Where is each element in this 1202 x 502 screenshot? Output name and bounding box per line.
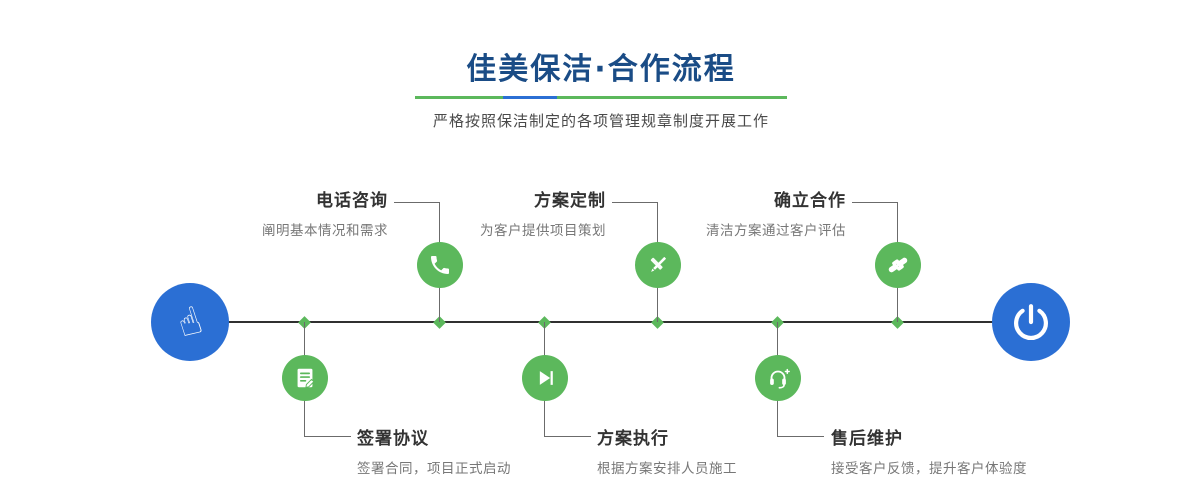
step-connector [394,202,440,203]
step-desc: 签署合同，项目正式启动 [357,461,511,477]
step-aftersales: 售后维护 接受客户反馈，提升客户体验度 [831,424,1091,477]
step-icon-circle [417,242,463,288]
step-connector [305,436,351,437]
pointing-hand-icon: ☝ [172,297,208,347]
step-icon-circle [282,355,328,401]
step-connector [852,202,898,203]
step-title: 签署协议 [357,429,429,449]
title-divider [415,96,787,99]
step-desc: 清洁方案通过客户评估 [706,223,846,239]
step-title: 方案定制 [534,191,606,211]
step-title: 方案执行 [597,429,669,449]
design-icon [650,257,666,272]
step-icon-circle [522,355,568,401]
step-title: 售后维护 [831,429,903,449]
step-phone: 电话咨询 阐明基本情况和需求 [148,186,388,239]
title-divider-accent [503,96,557,99]
step-icon-circle [875,242,921,288]
step-execute: 方案执行 根据方案安排人员施工 [597,424,857,477]
timeline-line [190,321,1031,323]
step-desc: 为客户提供项目策划 [480,223,606,239]
contract-icon [297,368,315,388]
step-plan: 方案定制 为客户提供项目策划 [366,186,606,239]
step-icon-circle [755,355,801,401]
start-node: ☝ [151,283,229,361]
handshake-icon [888,257,908,273]
step-connector [545,436,591,437]
page-subtitle: 严格按照保洁制定的各项管理规章制度开展工作 [432,112,769,130]
page-title: 佳美保洁·合作流程 [466,52,736,87]
step-title: 电话咨询 [316,191,388,211]
step-connector [778,436,824,437]
step-desc: 接受客户反馈，提升客户体验度 [831,461,1027,477]
step-desc: 阐明基本情况和需求 [262,223,388,239]
power-icon [1014,304,1048,341]
step-sign: 签署协议 签署合同，项目正式启动 [357,424,617,477]
play-icon [539,371,553,385]
step-title: 确立合作 [774,191,846,211]
phone-icon [431,256,449,274]
step-connector [612,202,658,203]
step-cooperation: 确立合作 清洁方案通过客户评估 [606,186,846,239]
headset-icon [770,368,790,389]
step-desc: 根据方案安排人员施工 [597,461,737,477]
end-node [992,283,1070,361]
step-icon-circle [635,242,681,288]
